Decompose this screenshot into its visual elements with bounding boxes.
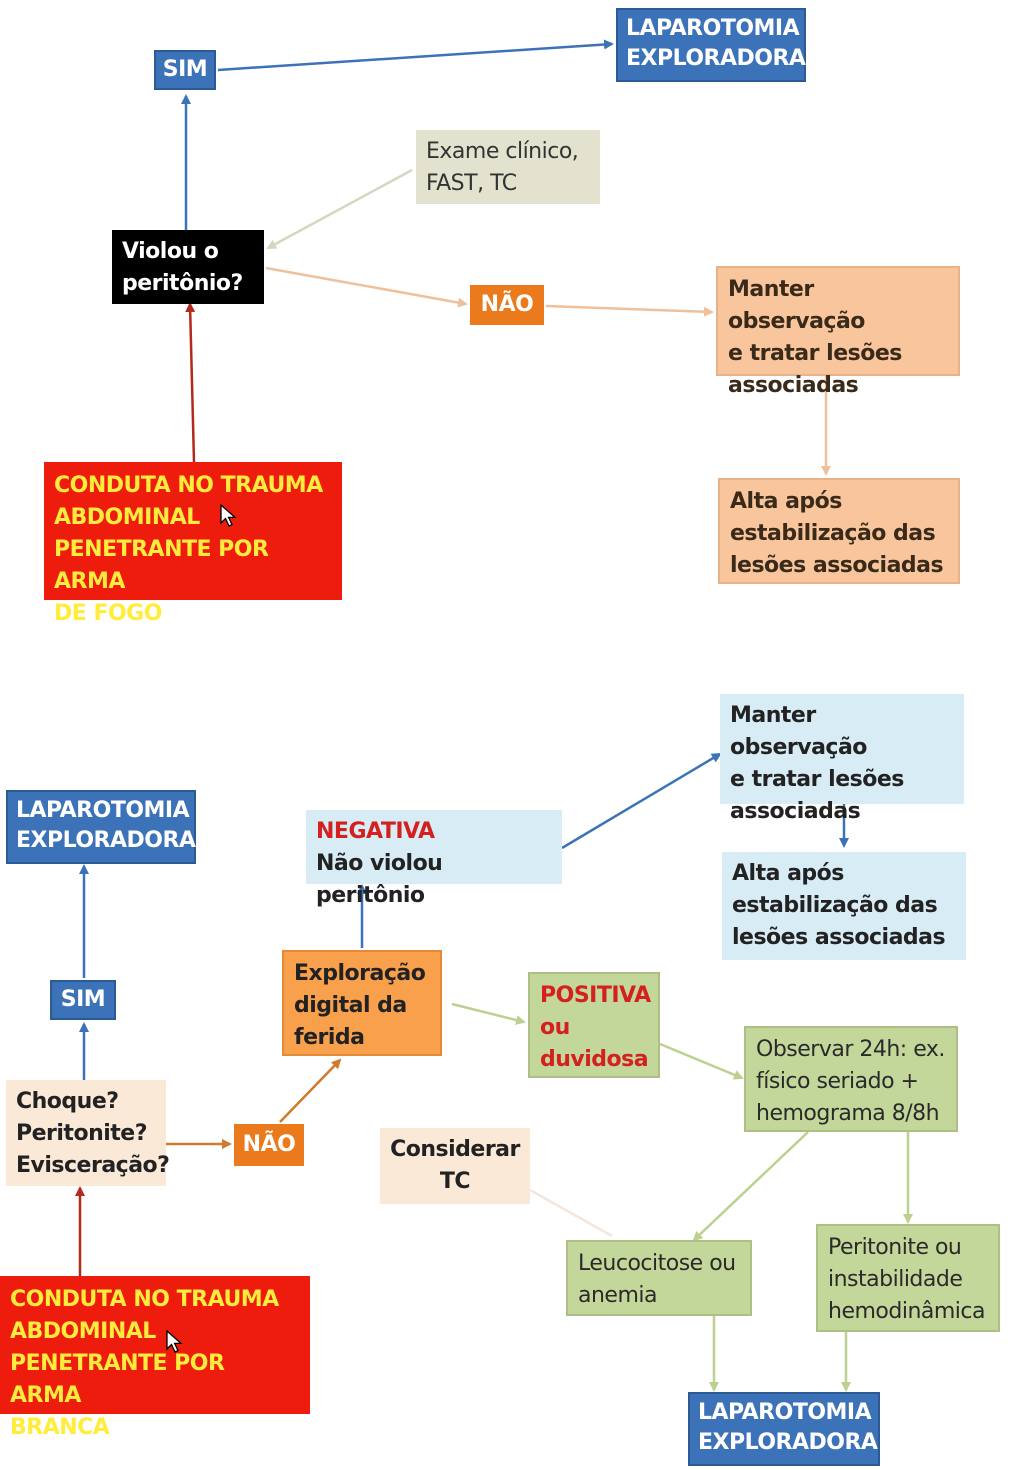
arrow-negativa-to-manter: [561, 752, 722, 850]
negativa-text: Não violou peritônio: [316, 851, 443, 908]
observar-text: Observar 24h: ex. físico seriado + hemog…: [756, 1037, 945, 1126]
manter-box: Manter observação e tratar lesões associ…: [716, 266, 960, 398]
nao-label-2: NÃO: [234, 1124, 304, 1166]
mouse-cursor-icon: [220, 504, 237, 527]
alta-box: Alta após estabilização das lesões assoc…: [718, 478, 960, 584]
arrow-observar-to-leucocitose: [692, 1131, 809, 1242]
arrow-sim-to-laparotomia: [217, 39, 614, 72]
arrow-exploracao-to-positiva: [451, 1002, 526, 1025]
laparotomia-box: LAPAROTOMIA EXPLORADORA: [616, 8, 806, 82]
conduta-arma-branca-text: CONDUTA NO TRAUMA ABDOMINAL PENETRANTE P…: [10, 1287, 279, 1440]
exploracao-box: Exploração digital da ferida: [282, 950, 442, 1056]
arrow-conduta-to-violou: [185, 302, 196, 463]
laparotomia-text: LAPAROTOMIA EXPLORADORA: [626, 16, 806, 71]
sim-label-2: SIM: [50, 980, 116, 1020]
negativa-title: NEGATIVA: [316, 819, 435, 844]
considerar-box: Considerar TC: [380, 1128, 530, 1204]
positiva-text: POSITIVA ou duvidosa: [540, 983, 651, 1072]
peritonite-text: Peritonite ou instabilidade hemodinâmica: [828, 1235, 986, 1324]
alta-box-2: Alta após estabilização das lesões assoc…: [722, 852, 966, 960]
manter-text: Manter observação e tratar lesões associ…: [728, 277, 902, 398]
leucocitose-text: Leucocitose ou anemia: [578, 1251, 736, 1308]
laparotomia-left-box: LAPAROTOMIA EXPLORADORA: [6, 790, 196, 864]
nao-label-2-text: NÃO: [242, 1132, 296, 1157]
nao-label: NÃO: [470, 285, 544, 325]
exame-text: Exame clínico, FAST, TC: [426, 139, 579, 196]
laparotomia-bottom-text: LAPAROTOMIA EXPLORADORA: [698, 1400, 878, 1455]
conduta-arma-fogo-box: CONDUTA NO TRAUMA ABDOMINAL PENETRANTE P…: [44, 462, 342, 626]
arrow-positiva-to-observar: [659, 1042, 744, 1080]
conduta-arma-branca-box: CONDUTA NO TRAUMA ABDOMINAL PENETRANTE P…: [0, 1276, 310, 1440]
arrow-violou-to-nao: [265, 266, 468, 308]
sim-label: SIM: [154, 50, 216, 90]
manter-box-2: Manter observação e tratar lesões associ…: [720, 694, 964, 824]
arrow-nao2-to-exploracao: [279, 1058, 342, 1123]
leucocitose-box: Leucocitose ou anemia: [566, 1240, 752, 1316]
manter-text-2: Manter observação e tratar lesões associ…: [730, 703, 904, 824]
positiva-box: POSITIVA ou duvidosa: [528, 972, 660, 1078]
alta-text: Alta após estabilização das lesões assoc…: [730, 489, 944, 578]
laparotomia-left-text: LAPAROTOMIA EXPLORADORA: [16, 798, 196, 853]
sim-label-text: SIM: [162, 57, 208, 82]
mouse-cursor-icon: [166, 1330, 183, 1353]
arrow-exame-to-violou: [266, 168, 413, 250]
line-considerar-to-leucocitose: [529, 1188, 613, 1238]
considerar-text: Considerar TC: [390, 1137, 520, 1194]
arrow-nao-to-manter: [545, 304, 714, 317]
observar-box: Observar 24h: ex. físico seriado + hemog…: [744, 1026, 958, 1132]
exame-box: Exame clínico, FAST, TC: [416, 130, 600, 204]
exploracao-text: Exploração digital da ferida: [294, 961, 426, 1050]
violou-question-text: Violou o peritônio?: [122, 239, 243, 296]
alta-text-2: Alta após estabilização das lesões assoc…: [732, 861, 946, 950]
choque-question-text: Choque? Peritonite? Evisceração?: [16, 1089, 170, 1178]
choque-question-box: Choque? Peritonite? Evisceração?: [6, 1080, 170, 1186]
sim-label-2-text: SIM: [60, 987, 106, 1012]
negativa-box: NEGATIVA Não violou peritônio: [306, 810, 562, 908]
laparotomia-bottom-box: LAPAROTOMIA EXPLORADORA: [688, 1392, 880, 1466]
nao-label-text: NÃO: [480, 292, 534, 317]
violou-question-box: Violou o peritônio?: [112, 230, 264, 304]
conduta-arma-fogo-text: CONDUTA NO TRAUMA ABDOMINAL PENETRANTE P…: [54, 473, 323, 626]
peritonite-box: Peritonite ou instabilidade hemodinâmica: [816, 1224, 1000, 1332]
